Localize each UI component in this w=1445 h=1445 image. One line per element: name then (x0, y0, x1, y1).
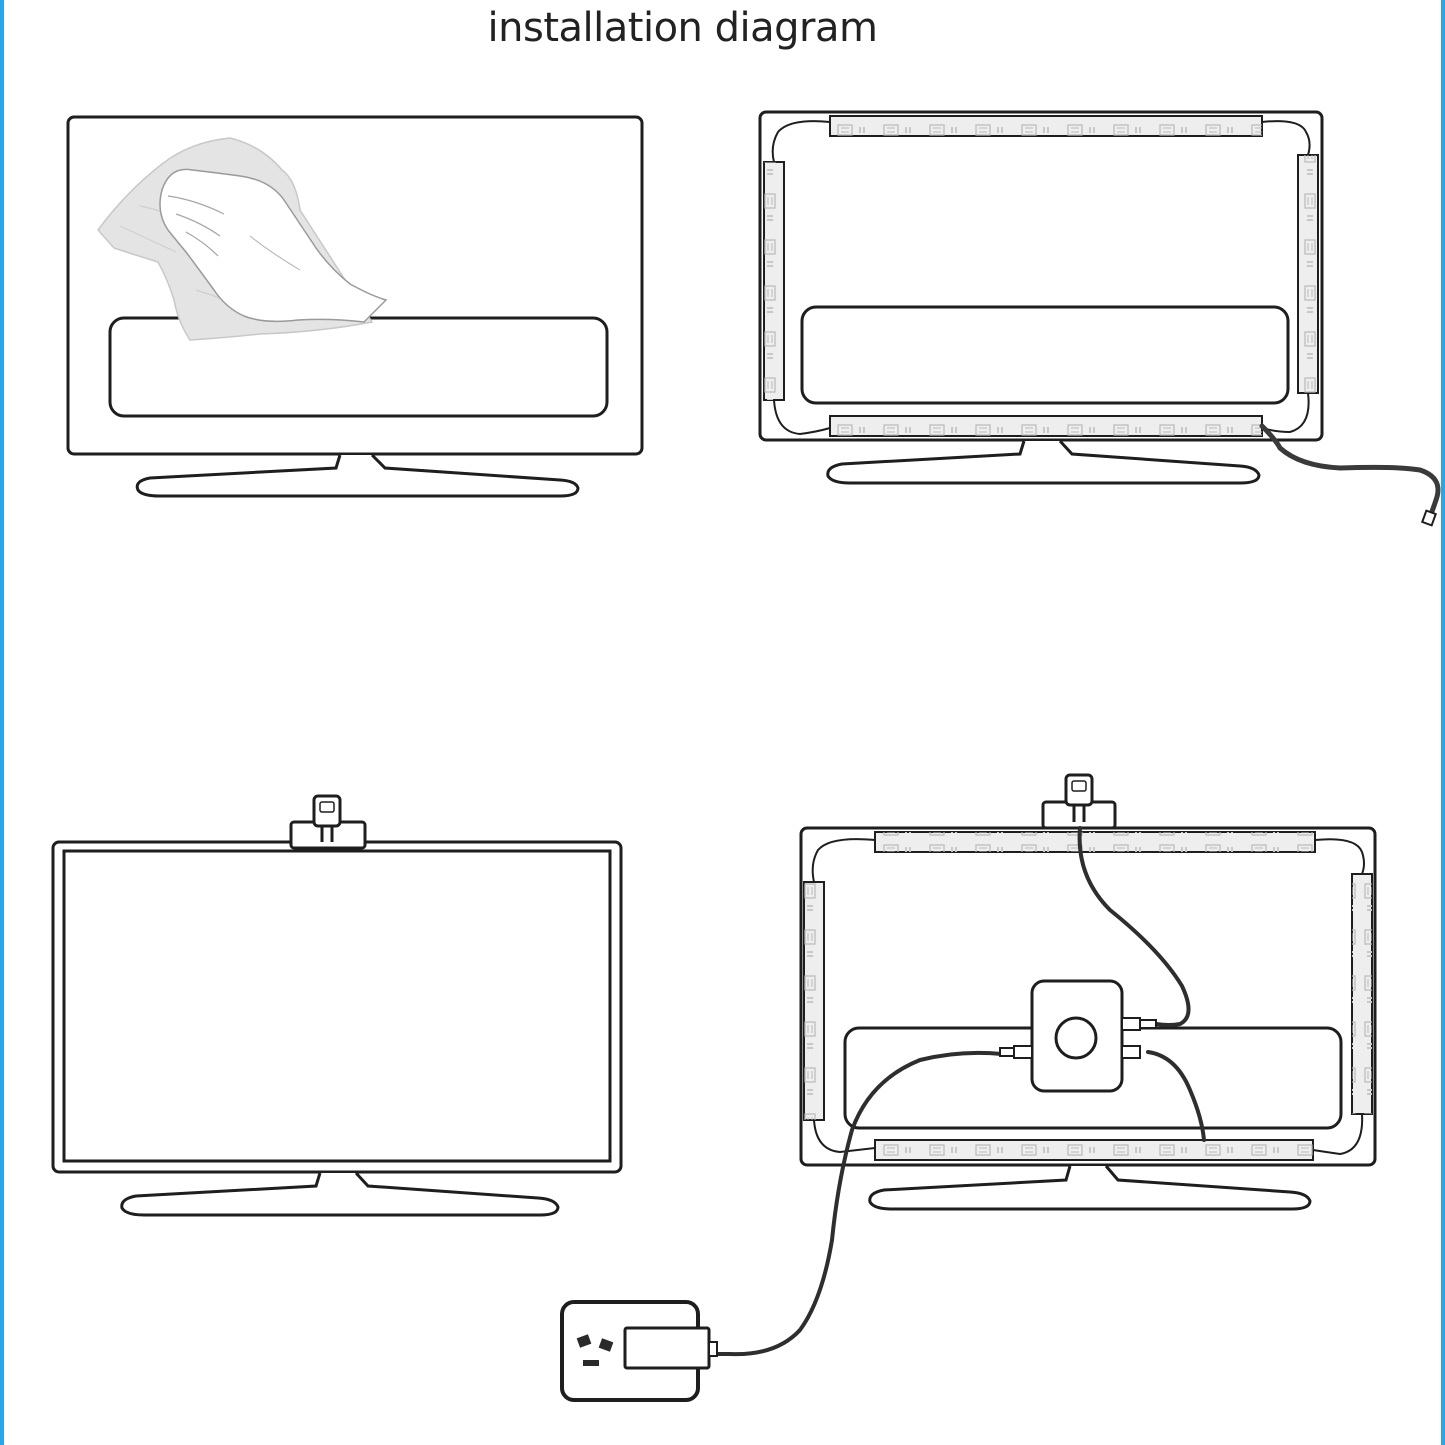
led-strip-left (803, 881, 825, 1121)
hand-icon (159, 168, 388, 323)
step-3-mount-camera (51, 794, 623, 1217)
step-4-connect-power (560, 773, 1377, 1402)
control-box-icon (999, 979, 1157, 1093)
diagram-title: installation diagram (487, 5, 878, 51)
camera-icon (289, 794, 367, 850)
led-strip-bottom (874, 1139, 1314, 1161)
left-frame-edge (0, 0, 4, 1445)
camera-icon (1041, 773, 1117, 830)
connection-cables (710, 826, 1206, 1357)
strip-connector-wires (811, 838, 1365, 1156)
power-adapter-icon (623, 1326, 718, 1370)
tv-back-icon (758, 110, 1324, 485)
led-strip-top (829, 115, 1263, 137)
step-2-attach-strips (758, 110, 1441, 527)
cable-icon (1259, 423, 1441, 527)
step-1-clean-tv (66, 115, 644, 498)
led-strip-right (1351, 873, 1373, 1115)
tv-front-icon (51, 840, 623, 1217)
led-strip-top (874, 831, 1316, 853)
strip-connector-wires (771, 120, 1311, 436)
led-strip-bottom (829, 415, 1263, 437)
led-strip-right (1297, 154, 1319, 394)
right-frame-edge (1441, 0, 1445, 1445)
led-strip-left (763, 161, 785, 401)
